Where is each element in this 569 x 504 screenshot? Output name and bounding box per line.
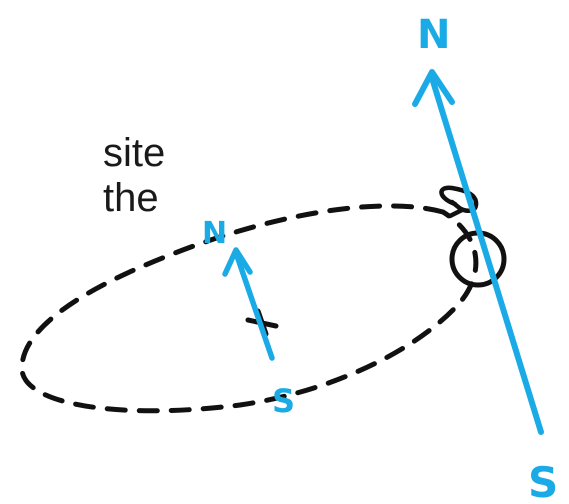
text-fragment-the: the [103, 176, 159, 220]
small-magnet-north-label: N [202, 216, 227, 251]
large-magnet-arrow [412, 69, 544, 435]
small-magnet-arrow [222, 247, 275, 361]
large-magnet-north-label: N [417, 12, 450, 58]
dashed-orbit-path [19, 203, 479, 414]
text-fragment-site: site [103, 131, 166, 175]
small-magnet-south-label: S [272, 382, 295, 420]
large-magnet-south-label: S [528, 458, 558, 504]
